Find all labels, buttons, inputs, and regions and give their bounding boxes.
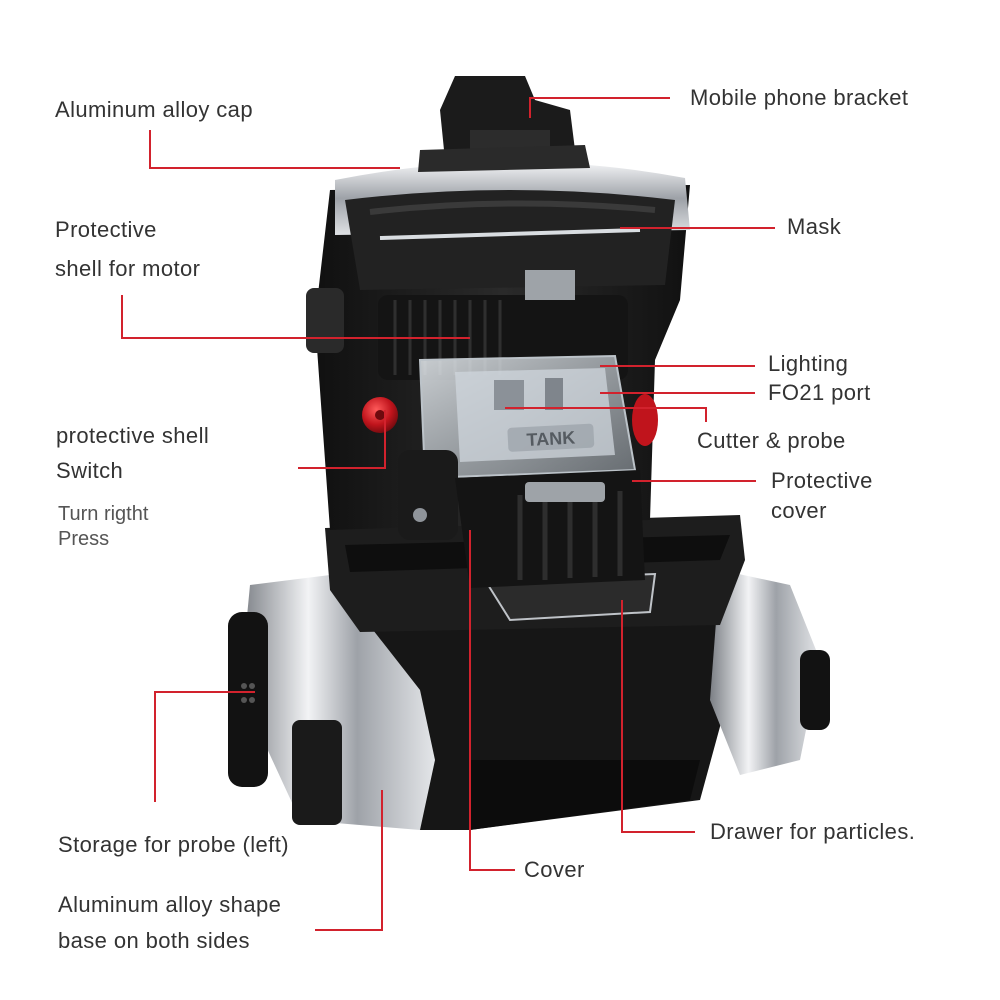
left-aluminum-base	[240, 575, 435, 830]
label-fo21-port: FO21 port	[768, 380, 871, 405]
label-cutter-probe: Cutter & probe	[697, 428, 846, 453]
note-turn-right: Turn rigtht	[58, 503, 149, 525]
label-cover: Cover	[524, 857, 585, 882]
leader-cutter-probe	[505, 407, 707, 422]
leader-lines	[121, 97, 775, 931]
label-shell-switch-line1: protective shell	[56, 423, 210, 448]
label-storage-probe: Storage for probe (left)	[58, 832, 289, 857]
label-mask: Mask	[787, 214, 842, 239]
leader-phone-bracket	[529, 97, 670, 118]
leader-drawer	[621, 600, 695, 833]
label-motor-shell-line1: Protective	[55, 217, 157, 242]
label-lighting: Lighting	[768, 351, 849, 376]
leader-storage-probe	[154, 691, 255, 802]
leader-motor-shell	[121, 295, 470, 339]
leader-shell-switch	[298, 410, 386, 469]
leader-cover	[469, 530, 515, 871]
label-alu-base-line1: Aluminum alloy shape	[58, 892, 282, 917]
label-protective-cover-line2: cover	[771, 498, 827, 523]
label-alu-base-line2: base on both sides	[58, 928, 250, 953]
leader-alu-base	[315, 790, 383, 931]
label-protective-cover-line1: Protective	[771, 468, 873, 493]
right-aluminum-base	[710, 570, 820, 775]
label-motor-shell-line2: shell for motor	[55, 256, 201, 281]
note-press: Press	[58, 528, 110, 550]
label-aluminum-cap: Aluminum alloy cap	[55, 97, 253, 122]
label-shell-switch-line2: Switch	[56, 458, 124, 483]
label-phone-bracket: Mobile phone bracket	[690, 85, 909, 110]
leader-aluminum-cap	[149, 130, 400, 169]
mask	[345, 190, 675, 290]
label-drawer: Drawer for particles.	[710, 819, 916, 844]
brand-logo: TANK	[526, 427, 576, 450]
